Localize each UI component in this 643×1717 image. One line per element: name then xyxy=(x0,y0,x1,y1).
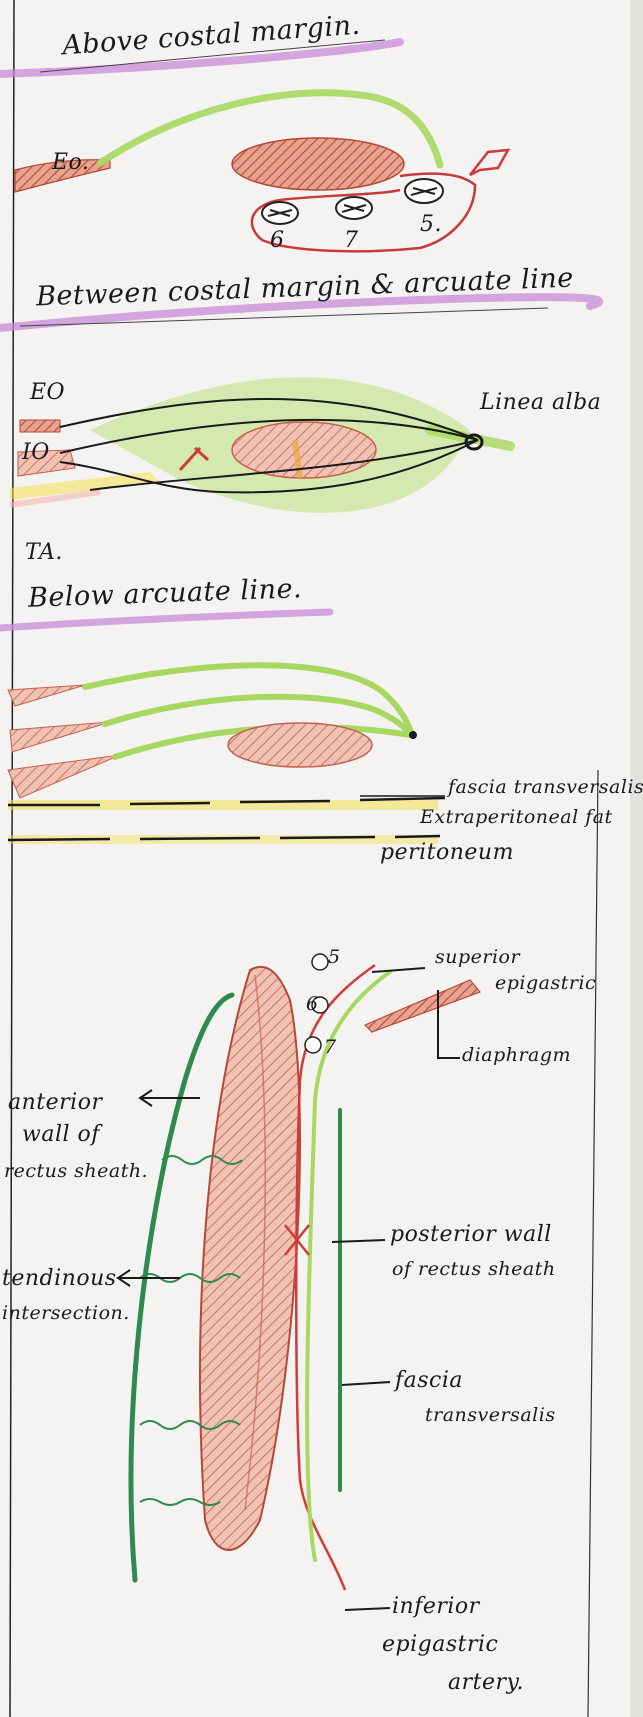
label-ta: TA. xyxy=(25,540,63,565)
tendinous-arrow xyxy=(118,1270,180,1286)
label-rib-6: 6 xyxy=(270,228,285,253)
fascia-transversalis-green xyxy=(307,972,390,1560)
label-superior: superior xyxy=(435,946,520,968)
label-io: IO xyxy=(22,440,50,465)
label-posterior-wall: posterior wall xyxy=(390,1222,552,1247)
anterior-wall-arrow xyxy=(140,1090,200,1106)
fascia-leader xyxy=(342,1382,390,1385)
linea-alba-dot xyxy=(409,731,417,739)
label-transversalis: transversalis xyxy=(425,1404,556,1426)
artery-mark-1 xyxy=(470,150,508,175)
label-intersection: intersection. xyxy=(2,1302,130,1324)
diaphragm-muscle xyxy=(365,980,480,1032)
heading-3-highlight xyxy=(0,612,330,628)
superior-leader xyxy=(372,968,425,972)
page-edge xyxy=(630,0,643,1717)
label-rectus-sheath: rectus sheath. xyxy=(4,1160,148,1182)
label-sag-rib-6: 6 xyxy=(306,993,319,1015)
label-linea-alba: Linea alba xyxy=(480,390,601,415)
ta-wedge xyxy=(8,755,120,798)
label-anterior: anterior xyxy=(8,1090,102,1115)
label-eo: EO xyxy=(30,380,65,405)
rectus-muscle-1 xyxy=(232,138,404,190)
label-of-rectus-sheath: of rectus sheath xyxy=(392,1258,556,1280)
label-epigastric-2: epigastric xyxy=(382,1632,498,1657)
left-margin-line xyxy=(10,0,14,1717)
label-tendinous: tendinous xyxy=(2,1266,117,1291)
label-epigastric: epigastric xyxy=(495,972,596,994)
label-diaphragm: diaphragm xyxy=(462,1044,571,1066)
inferior-leader xyxy=(345,1608,390,1610)
label-rib-5: 5. xyxy=(420,212,442,237)
label-wall-of: wall of xyxy=(22,1122,100,1147)
rectus-muscle-2 xyxy=(232,422,376,478)
rectus-muscle-3 xyxy=(228,723,372,767)
rib-5-circle xyxy=(312,954,328,970)
eo-muscle-stub xyxy=(20,420,60,432)
right-border-line xyxy=(588,770,598,1717)
io-wedge xyxy=(10,722,110,752)
label-inferior: inferior xyxy=(392,1594,480,1619)
eo-wedge xyxy=(8,685,85,706)
label-fascia-transversalis: fascia transversalis xyxy=(448,776,643,798)
label-sag-rib-5: 5 xyxy=(328,946,341,968)
label-artery: artery. xyxy=(448,1670,524,1695)
label-sag-rib-7: 7 xyxy=(324,1036,337,1058)
label-extraperitoneal-fat: Extraperitoneal fat xyxy=(420,806,613,828)
label-co: Eo. xyxy=(52,150,89,175)
label-rib-7: 7 xyxy=(344,228,359,253)
label-peritoneum: peritoneum xyxy=(380,840,514,865)
rib-7-circle xyxy=(305,1037,321,1053)
label-fascia: fascia xyxy=(395,1368,463,1393)
